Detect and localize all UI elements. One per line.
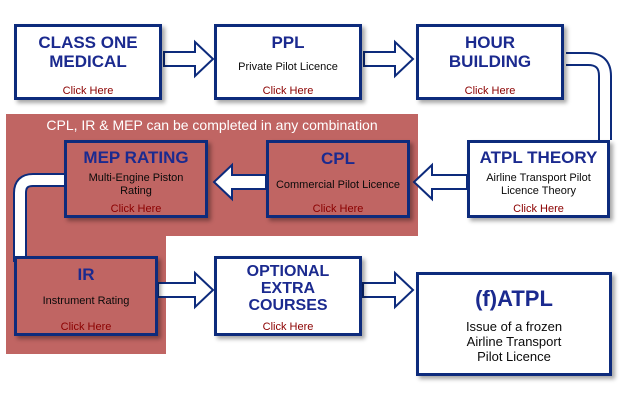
arrow-optional-to-fatpl: [362, 270, 415, 310]
hour-building-title-1: HOUR: [464, 33, 516, 52]
optional-title-3: COURSES: [248, 297, 328, 314]
ppl-subtitle: Private Pilot Licence: [238, 61, 338, 73]
arrow-atpl-to-cpl: [412, 162, 468, 202]
optional-extra-courses-box[interactable]: OPTIONAL EXTRA COURSES Click Here: [214, 256, 362, 336]
optional-title-2: EXTRA: [260, 280, 316, 297]
mep-rating-link[interactable]: Click Here: [110, 203, 162, 215]
mep-rating-subtitle-1: Multi-Engine Piston: [88, 172, 184, 184]
class-one-medical-title-1: CLASS ONE: [38, 33, 138, 52]
fatpl-title: (f)ATPL: [475, 286, 553, 311]
atpl-theory-link[interactable]: Click Here: [513, 203, 564, 215]
optional-title-1: OPTIONAL: [246, 263, 330, 280]
hour-building-title-2: BUILDING: [448, 52, 532, 71]
mep-rating-box[interactable]: MEP RATING Multi-Engine Piston Rating Cl…: [64, 140, 208, 218]
class-one-medical-title-2: MEDICAL: [49, 52, 127, 71]
fatpl-box: (f)ATPL Issue of a frozen Airline Transp…: [416, 272, 612, 376]
optional-link[interactable]: Click Here: [262, 321, 314, 333]
ir-box[interactable]: IR Instrument Rating Click Here: [14, 256, 158, 336]
ir-title: IR: [77, 265, 95, 284]
mep-rating-title: MEP RATING: [83, 148, 189, 167]
cpl-link[interactable]: Click Here: [312, 203, 364, 215]
pipe-hour-to-atpl: [566, 52, 612, 140]
fatpl-subtitle-3: Pilot Licence: [477, 349, 551, 364]
ir-link[interactable]: Click Here: [60, 321, 112, 333]
atpl-theory-title: ATPL THEORY: [479, 148, 598, 167]
atpl-theory-box[interactable]: ATPL THEORY Airline Transport Pilot Lice…: [467, 140, 610, 218]
hour-building-box[interactable]: HOUR BUILDING Click Here: [416, 24, 564, 100]
cpl-title: CPL: [321, 149, 355, 168]
atpl-theory-subtitle-2: Licence Theory: [500, 185, 576, 197]
fatpl-subtitle-2: Airline Transport: [466, 334, 562, 349]
arrow-medical-to-ppl: [163, 39, 215, 79]
combination-region-label: CPL, IR & MEP can be completed in any co…: [46, 117, 378, 133]
atpl-theory-subtitle-1: Airline Transport Pilot: [486, 172, 591, 184]
pipe-mep-to-ir: [13, 173, 64, 262]
class-one-medical-link[interactable]: Click Here: [62, 85, 114, 97]
mep-rating-subtitle-2: Rating: [120, 185, 152, 197]
cpl-subtitle: Commercial Pilot Licence: [275, 179, 401, 191]
ppl-title: PPL: [271, 33, 305, 52]
ir-subtitle: Instrument Rating: [42, 295, 130, 307]
fatpl-subtitle-1: Issue of a frozen: [465, 319, 563, 334]
arrow-ppl-to-hour: [363, 39, 415, 79]
cpl-box[interactable]: CPL Commercial Pilot Licence Click Here: [266, 140, 410, 218]
ppl-box[interactable]: PPL Private Pilot Licence Click Here: [214, 24, 362, 100]
ppl-link[interactable]: Click Here: [262, 85, 314, 97]
class-one-medical-box[interactable]: CLASS ONE MEDICAL Click Here: [14, 24, 162, 100]
arrow-ir-to-optional: [157, 270, 215, 310]
arrow-cpl-to-mep: [212, 162, 267, 202]
hour-building-link[interactable]: Click Here: [464, 85, 516, 97]
